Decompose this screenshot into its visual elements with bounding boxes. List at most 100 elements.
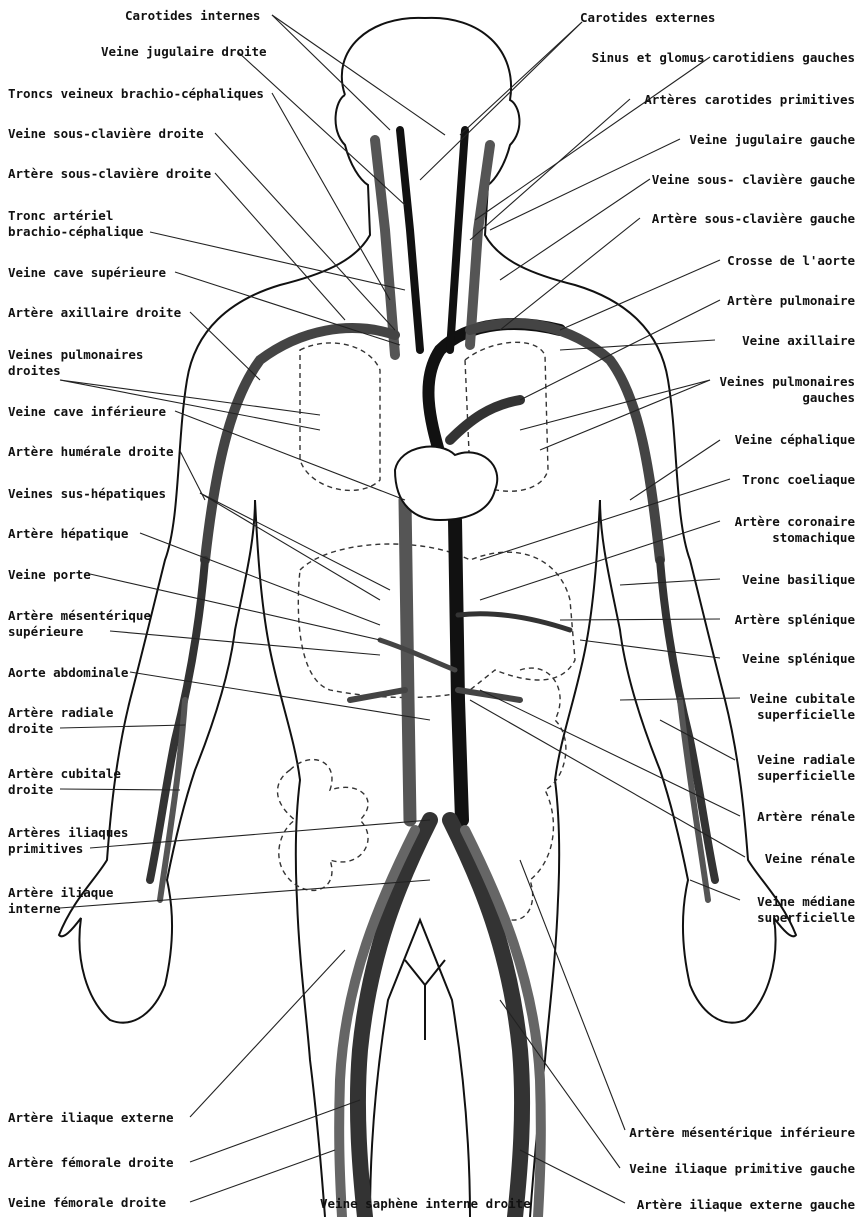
- label-artere-radiale-droite-2: droite: [8, 721, 53, 736]
- leader-line: [190, 950, 345, 1117]
- label-veine-axillaire: Veine axillaire: [742, 333, 855, 348]
- leader-line: [200, 493, 390, 590]
- right-lung: [300, 343, 380, 490]
- label-veines-pulmonaires-gauches-1: Veines pulmonaires: [720, 374, 855, 389]
- jugular-left: [470, 145, 490, 345]
- label-artere-coronaire-1: Artère coronaire: [735, 514, 855, 529]
- carotid-right: [400, 130, 420, 350]
- leader-line: [520, 380, 710, 430]
- label-sinus-glomus: Sinus et glomus carotidiens gauches: [592, 50, 855, 65]
- label-artere-coronaire-2: stomachique: [772, 530, 855, 545]
- leader-line: [420, 22, 582, 180]
- splenic: [458, 614, 570, 630]
- leader-line: [60, 880, 430, 908]
- label-veine-cubitale-1: Veine cubitale: [750, 691, 855, 706]
- label-artere-femorale-droite: Artère fémorale droite: [8, 1155, 174, 1170]
- body-left-outline: [59, 95, 370, 1217]
- label-veine-femorale-droite: Veine fémorale droite: [8, 1195, 166, 1210]
- subclavian-right: [205, 328, 395, 560]
- label-artere-iliaque-externe: Artère iliaque externe: [8, 1110, 174, 1125]
- label-artere-cubitale-droite-1: Artère cubitale: [8, 766, 121, 781]
- leader-line: [110, 631, 380, 655]
- leader-line: [190, 312, 260, 380]
- pulmonary-artery: [450, 400, 520, 440]
- label-crosse-aorte: Crosse de l'aorte: [727, 253, 855, 268]
- label-artere-sous-claviere-droite: Artère sous-clavière droite: [8, 166, 211, 181]
- label-artere-sous-claviere-gauche: Artère sous-clavière gauche: [652, 211, 855, 226]
- label-veine-jugulaire-droite: Veine jugulaire droite: [101, 44, 267, 59]
- label-aorte-abdominale: Aorte abdominale: [8, 665, 128, 680]
- leader-line: [500, 218, 640, 330]
- label-veine-radiale-1: Veine radiale: [757, 752, 855, 767]
- label-veines-pulmonaires-droites-2: droites: [8, 363, 61, 378]
- label-veine-porte: Veine porte: [8, 567, 91, 582]
- label-arteres-iliaques-primitives-2: primitives: [8, 841, 83, 856]
- carotid-left: [450, 130, 465, 350]
- label-artere-iliaque-interne-2: interne: [8, 901, 61, 916]
- label-tronc-arteriel-2: brachio-céphalique: [8, 224, 143, 239]
- label-veine-sous-claviere-gauche: Veine sous- clavière gauche: [652, 172, 855, 187]
- jugular-right: [375, 140, 395, 355]
- label-veines-pulmonaires-gauches-2: gauches: [802, 390, 855, 405]
- humeral-left: [660, 560, 715, 880]
- label-artere-splenique: Artère splénique: [735, 612, 855, 627]
- label-veine-jugulaire-gauche: Veine jugulaire gauche: [689, 132, 855, 147]
- leader-line: [560, 260, 720, 330]
- leader-line: [215, 173, 345, 320]
- label-veine-splenique: Veine splénique: [742, 651, 855, 666]
- leader-line: [470, 99, 630, 240]
- groin-mark: [405, 960, 445, 1040]
- label-artere-pulmonaire: Artère pulmonaire: [727, 293, 855, 308]
- leader-line: [272, 15, 390, 130]
- label-veine-basilique: Veine basilique: [742, 572, 855, 587]
- label-veine-cubitale-2: superficielle: [757, 707, 855, 722]
- leader-line: [660, 720, 735, 760]
- label-veines-sus-hepatiques: Veines sus-hépatiques: [8, 486, 166, 501]
- leader-line: [580, 640, 720, 658]
- label-veine-sous-claviere-droite: Veine sous-clavière droite: [8, 126, 204, 141]
- label-artere-mesenterique-sup-2: supérieure: [8, 624, 83, 639]
- label-arteres-iliaques-primitives-1: Artères iliaques: [8, 825, 128, 840]
- label-artere-iliaque-interne-1: Artère iliaque: [8, 885, 113, 900]
- label-artere-mesenterique-inf: Artère mésentérique inférieure: [629, 1125, 855, 1140]
- leader-line: [238, 52, 405, 205]
- leader-line: [460, 22, 582, 135]
- label-carotides-externes: Carotides externes: [580, 10, 715, 25]
- leader-line: [272, 15, 445, 135]
- intestines: [278, 760, 369, 891]
- label-tronc-coeliaque: Tronc coeliaque: [742, 472, 855, 487]
- label-veine-renale: Veine rénale: [765, 851, 855, 866]
- heart-shape: [395, 447, 497, 520]
- leader-line: [480, 690, 740, 816]
- label-artere-radiale-droite-1: Artère radiale: [8, 705, 113, 720]
- label-artere-mesenterique-sup-1: Artère mésentérique: [8, 608, 151, 623]
- label-artere-renale: Artère rénale: [757, 809, 855, 824]
- renal-left: [458, 690, 520, 700]
- label-veine-cave-superieure: Veine cave supérieure: [8, 265, 166, 280]
- label-veine-saphene: Veine saphène interne droite: [320, 1196, 531, 1211]
- leader-line: [90, 820, 430, 848]
- label-veine-mediane-2: superficielle: [757, 910, 855, 925]
- label-veine-radiale-2: superficielle: [757, 768, 855, 783]
- label-artere-cubitale-droite-2: droite: [8, 782, 53, 797]
- label-veine-cephalique: Veine céphalique: [735, 432, 855, 447]
- label-veine-iliaque-primitive-gauche: Veine iliaque primitive gauche: [629, 1161, 855, 1176]
- portal: [380, 640, 455, 670]
- leader-line: [620, 579, 720, 585]
- leader-line: [190, 1150, 335, 1202]
- label-veine-cave-inferieure: Veine cave inférieure: [8, 404, 166, 419]
- leader-line: [560, 619, 720, 620]
- label-arteres-carotides-primitives: Artères carotides primitives: [644, 92, 855, 107]
- leader-line: [60, 725, 185, 728]
- label-artere-hepatique: Artère hépatique: [8, 526, 128, 541]
- leader-line: [480, 521, 720, 600]
- label-carotides-internes: Carotides internes: [125, 8, 260, 23]
- label-troncs-veineux: Troncs veineux brachio-céphaliques: [8, 86, 264, 101]
- subclavian-left: [470, 323, 660, 560]
- label-tronc-arteriel-1: Tronc artériel: [8, 208, 113, 223]
- leader-line: [470, 700, 745, 857]
- inner-legs: [370, 920, 470, 1217]
- vena-cava-inferior: [405, 500, 410, 820]
- label-veines-pulmonaires-droites-1: Veines pulmonaires: [8, 347, 143, 362]
